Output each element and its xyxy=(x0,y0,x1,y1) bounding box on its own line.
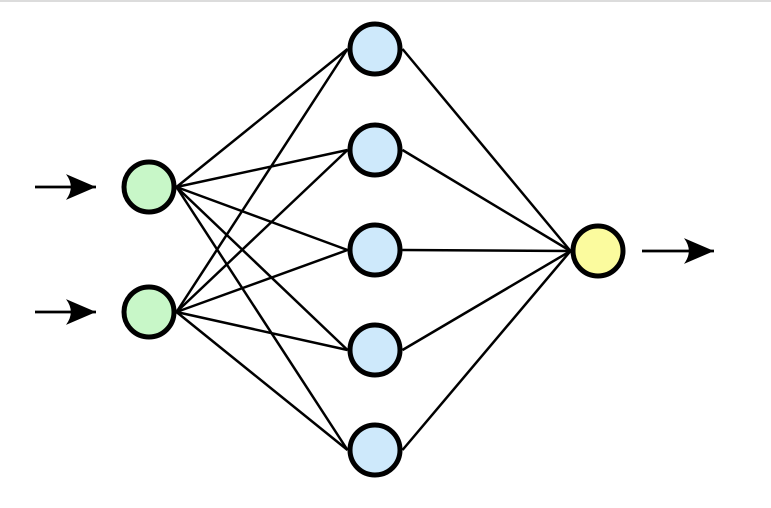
input-1-node xyxy=(121,159,177,215)
edge-input-2-to-hidden-2 xyxy=(175,149,349,313)
edge-input-1-to-hidden-5 xyxy=(175,186,349,451)
edge-input-2-to-hidden-4 xyxy=(176,310,348,352)
input-2-node xyxy=(121,284,177,340)
hidden-5-node xyxy=(347,422,403,478)
edge-input-2-to-hidden-3 xyxy=(176,248,348,314)
edge-hidden-5-to-output-1 xyxy=(401,250,572,451)
hidden-2-node xyxy=(347,122,403,178)
edge-hidden-1-to-output-1 xyxy=(401,48,572,252)
window-top-border xyxy=(0,0,771,2)
edge-input-1-to-hidden-1 xyxy=(175,48,349,188)
edge-hidden-3-to-output-1 xyxy=(402,248,571,253)
hidden-3-node xyxy=(347,222,403,278)
edge-input-2-to-hidden-1 xyxy=(175,48,349,313)
hidden-1-node xyxy=(347,21,403,77)
edge-input-1-to-hidden-2 xyxy=(176,148,348,189)
edge-input-2-to-hidden-5 xyxy=(175,311,349,451)
output-1-node xyxy=(570,223,626,279)
edge-input-1-to-hidden-3 xyxy=(176,185,348,252)
edge-hidden-4-to-output-1 xyxy=(401,249,572,352)
edge-hidden-2-to-output-1 xyxy=(401,148,572,253)
hidden-4-node xyxy=(347,322,403,378)
edge-input-1-to-hidden-4 xyxy=(175,186,349,351)
